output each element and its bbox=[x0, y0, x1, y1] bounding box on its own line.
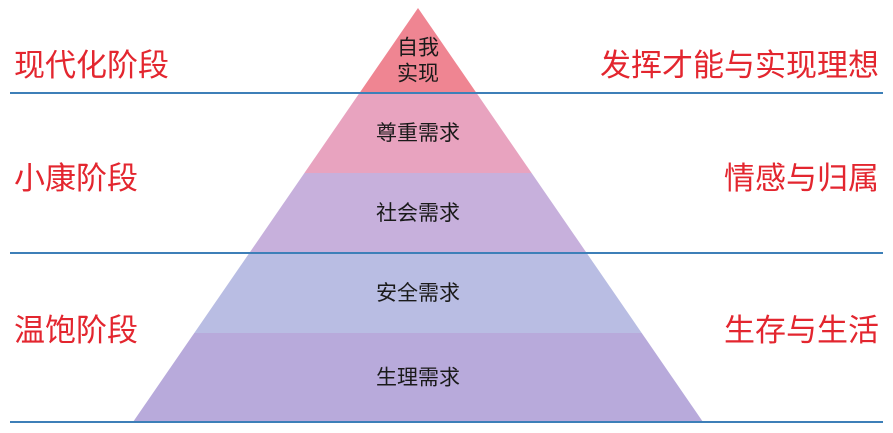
goal-label-self-realization: 发挥才能与实现理想 bbox=[600, 48, 879, 84]
pyramid-layer-label-esteem: 尊重需求 bbox=[376, 121, 460, 145]
stage-label-subsistence: 温饱阶段 bbox=[14, 313, 138, 349]
pyramid-layer-esteem bbox=[304, 93, 532, 173]
pyramid-layer-label-social: 社会需求 bbox=[376, 201, 460, 225]
pyramid-layer-social bbox=[249, 173, 587, 253]
stage-label-moderate-prosperity: 小康阶段 bbox=[14, 161, 138, 197]
pyramid-layer-label-physiological: 生理需求 bbox=[376, 366, 460, 390]
pyramid-layer-label-self-actualization: 实现 bbox=[397, 62, 439, 86]
pyramid-layer-self-actualization bbox=[359, 8, 477, 93]
goal-label-belonging: 情感与归属 bbox=[724, 161, 879, 197]
pyramid-layer-physiological bbox=[133, 333, 703, 422]
stage-label-modernization: 现代化阶段 bbox=[14, 48, 169, 84]
pyramid-layer-label-safety: 安全需求 bbox=[376, 281, 460, 305]
goal-label-survival: 生存与生活 bbox=[724, 313, 879, 349]
pyramid-layers bbox=[133, 8, 703, 422]
divider-lines bbox=[10, 92, 883, 423]
pyramid-layer-safety bbox=[194, 253, 642, 333]
pyramid-layer-label-self-actualization: 自我 bbox=[397, 36, 439, 60]
